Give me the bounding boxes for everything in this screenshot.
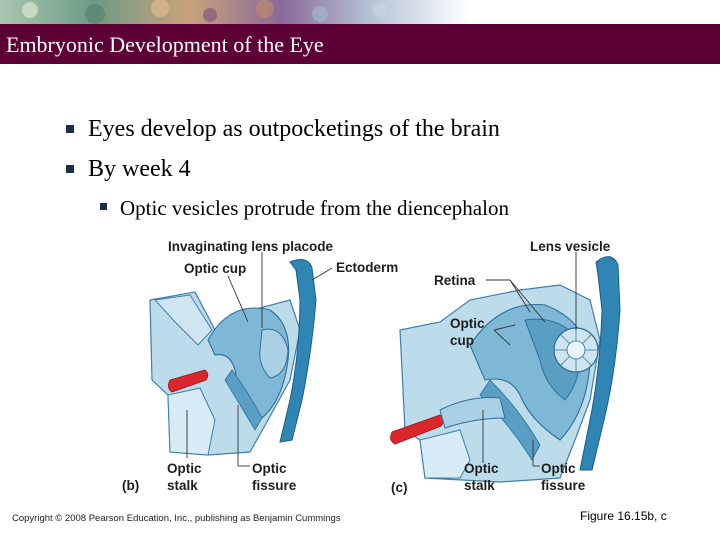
label-invaginating-lens-placode: Invaginating lens placode [168, 239, 334, 254]
label-optic-fissure-b-line1: Optic [252, 461, 287, 476]
title-bar: Embryonic Development of the Eye [0, 24, 720, 64]
bullet-text: Eyes develop as outpocketings of the bra… [88, 116, 500, 142]
label-optic-fissure-c-line2: fissure [541, 478, 586, 493]
panel-c-tag: (c) [391, 480, 408, 495]
label-optic-stalk-b-line2: stalk [167, 478, 198, 493]
figure-reference: Figure 16.15b, c [580, 509, 667, 523]
label-optic-stalk-c-line1: Optic [464, 461, 499, 476]
label-optic-fissure-c-line1: Optic [541, 461, 576, 476]
label-optic-cup-b: Optic cup [184, 261, 246, 276]
panel-b-leader-lines [186, 252, 333, 467]
slide-title: Embryonic Development of the Eye [6, 32, 324, 57]
label-optic-cup-c-line1: Optic [450, 316, 485, 331]
sub-bullet-text: Optic vesicles protrude from the diencep… [120, 196, 509, 220]
label-optic-stalk-b-line1: Optic [167, 461, 202, 476]
bullet-square-icon [100, 203, 107, 210]
label-optic-cup-c-line2: cup [450, 333, 474, 348]
panel-b-illustration [149, 259, 317, 456]
label-optic-stalk-c-line2: stalk [464, 478, 495, 493]
label-lens-vesicle: Lens vesicle [530, 239, 611, 254]
label-retina: Retina [434, 273, 476, 288]
panel-c-leader-lines [482, 252, 577, 467]
panel-b-tag: (b) [122, 478, 139, 493]
panel-c-illustration [390, 256, 621, 483]
label-ectoderm: Ectoderm [336, 260, 398, 275]
copyright-notice: Copyright © 2008 Pearson Education, Inc.… [12, 513, 341, 524]
bullet-square-icon [66, 165, 74, 173]
bullet-text: By week 4 [88, 156, 191, 182]
header-banner-image [0, 0, 470, 24]
label-optic-fissure-b-line2: fissure [252, 478, 297, 493]
bullet-square-icon [66, 125, 74, 133]
